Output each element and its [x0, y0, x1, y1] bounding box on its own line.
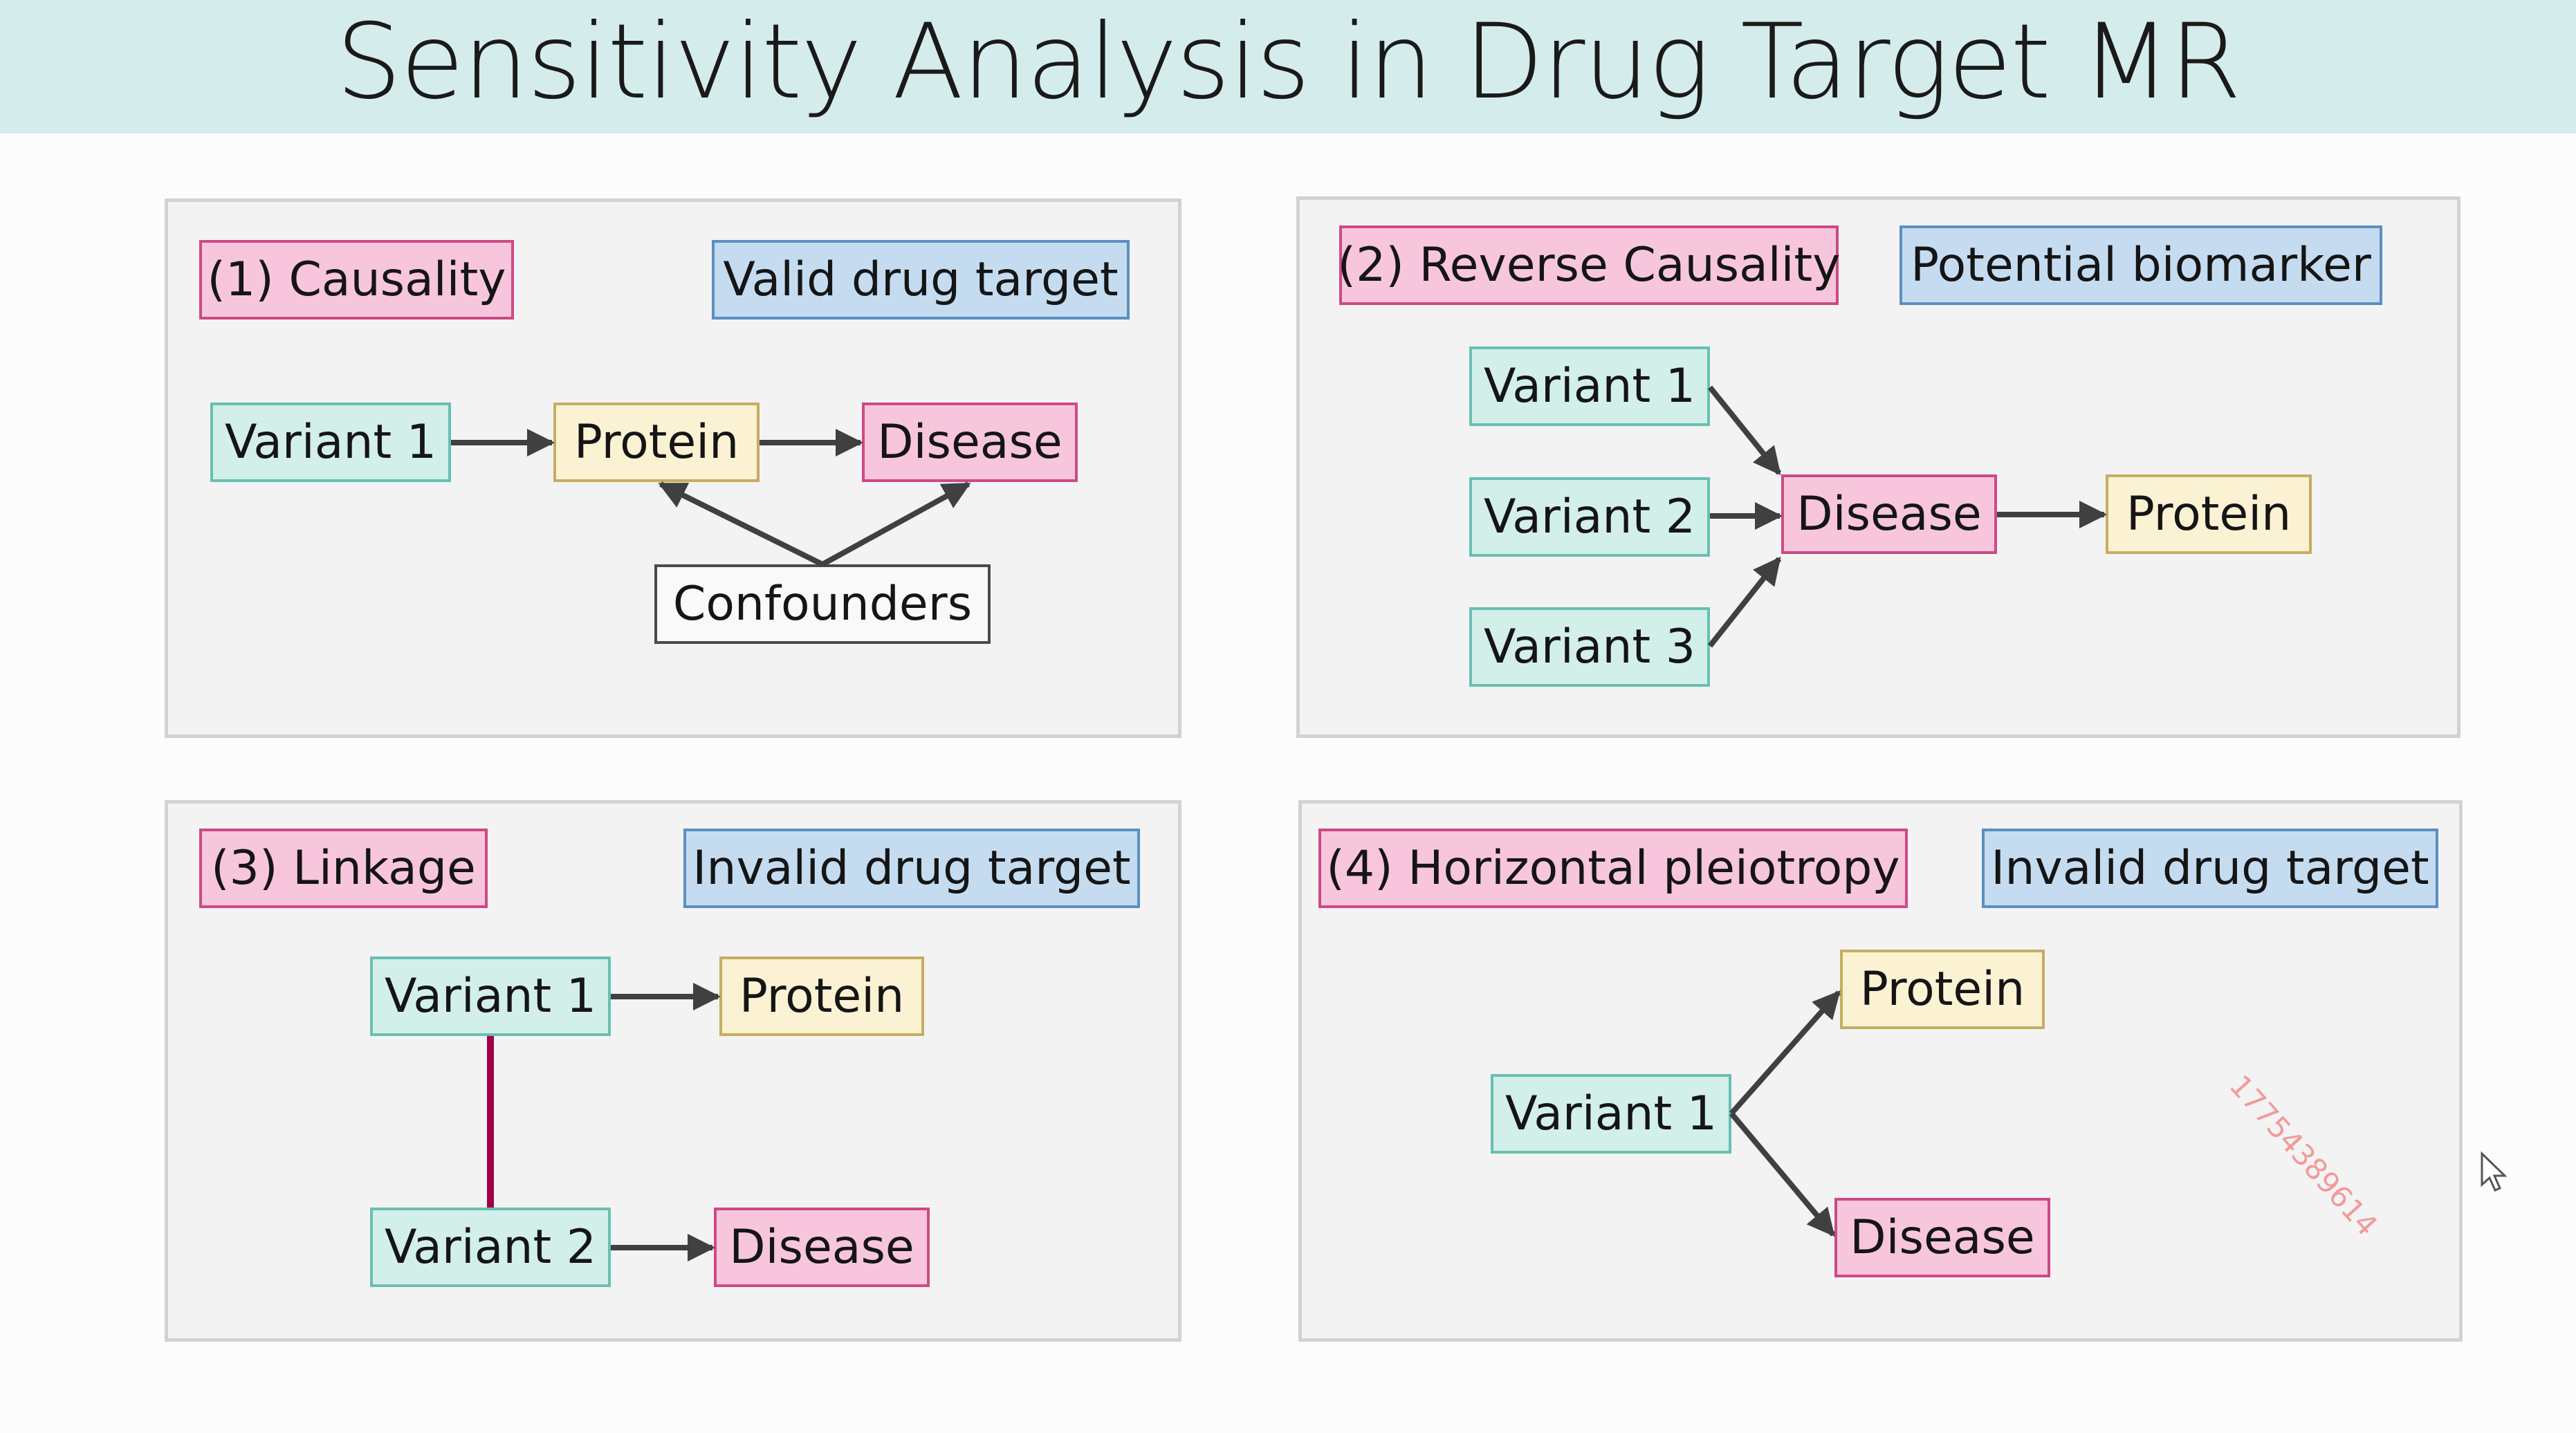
reverse-causality-variant-2: Variant 2: [1469, 477, 1710, 557]
arrow-pleiotropy-variant1-to-protein: [1729, 990, 1841, 1116]
arrow-pleiotropy-variant1-to-disease: [1729, 1111, 1836, 1237]
linkage-protein: Protein: [719, 956, 924, 1036]
page-title: Sensitivity Analysis in Drug Target MR: [335, 1, 2242, 122]
arrow-variant1-to-disease: [1707, 385, 1782, 476]
causality-variant-1: Variant 1: [210, 403, 451, 482]
reverse-causality-protein: Protein: [2106, 474, 2312, 554]
reverse-causality-tag: Potential biomarker: [1899, 225, 2382, 305]
linkage-disease: Disease: [714, 1208, 930, 1287]
linkage-tag: Invalid drug target: [683, 829, 1140, 908]
arrow-variant3-to-disease: [1707, 556, 1782, 648]
reverse-causality-variant-1: Variant 1: [1469, 346, 1710, 426]
arrow-confounders-to-protein: [658, 481, 824, 567]
horizontal-pleiotropy-variant-1: Variant 1: [1491, 1074, 1731, 1154]
arrow-confounders-to-disease: [821, 481, 971, 567]
horizontal-pleiotropy-disease: Disease: [1834, 1198, 2050, 1277]
reverse-causality-variant-3: Variant 3: [1469, 607, 1710, 687]
mouse-cursor-icon: [2481, 1152, 2508, 1192]
causality-label: (1) Causality: [199, 240, 514, 320]
linkage-variant-1: Variant 1: [370, 956, 611, 1036]
linkage-variant-2: Variant 2: [370, 1208, 611, 1287]
linkage-label: (3) Linkage: [199, 829, 488, 908]
title-bar: [0, 0, 2576, 133]
causality-protein: Protein: [553, 403, 760, 482]
reverse-causality-disease: Disease: [1781, 474, 1997, 554]
causality-disease: Disease: [862, 403, 1078, 482]
causality-confounders: Confounders: [654, 564, 991, 644]
horizontal-pleiotropy-tag: Invalid drug target: [1982, 829, 2438, 908]
horizontal-pleiotropy-label: (4) Horizontal pleiotropy: [1318, 829, 1908, 908]
reverse-causality-label: (2) Reverse Causality: [1338, 225, 1840, 305]
causality-tag: Valid drug target: [712, 240, 1130, 320]
horizontal-pleiotropy-protein: Protein: [1840, 950, 2045, 1029]
